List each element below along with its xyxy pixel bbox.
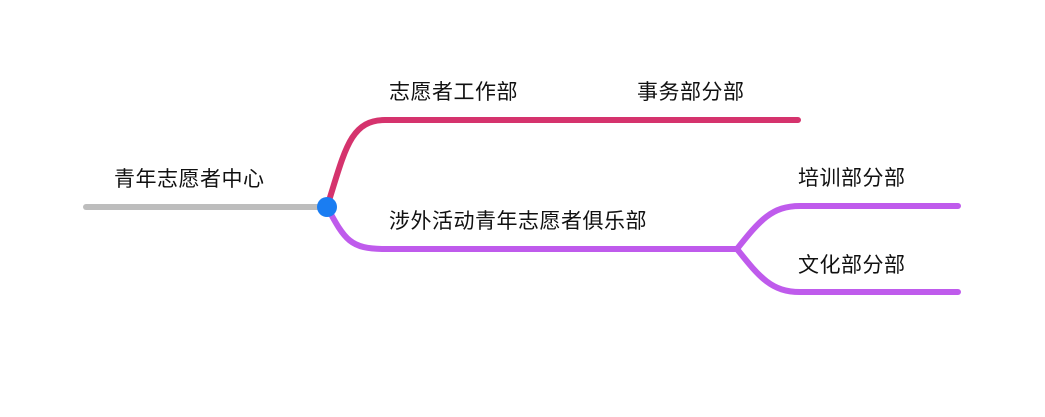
branch-label-volunteer-work: 志愿者工作部 <box>389 80 518 104</box>
branch-label-foreign-club: 涉外活动青年志愿者俱乐部 <box>389 209 647 233</box>
branch-connector-training <box>734 203 961 252</box>
branch-connector-culture <box>734 246 961 295</box>
child-label-training: 培训部分部 <box>798 166 906 190</box>
child-label-affairs: 事务部分部 <box>637 80 745 104</box>
root-node-dot <box>317 197 337 217</box>
root-node-label: 青年志愿者中心 <box>114 167 265 191</box>
branch-connector-volunteer-work <box>324 117 801 210</box>
branch-connector-foreign-club <box>324 204 740 252</box>
child-label-culture: 文化部分部 <box>798 253 906 277</box>
